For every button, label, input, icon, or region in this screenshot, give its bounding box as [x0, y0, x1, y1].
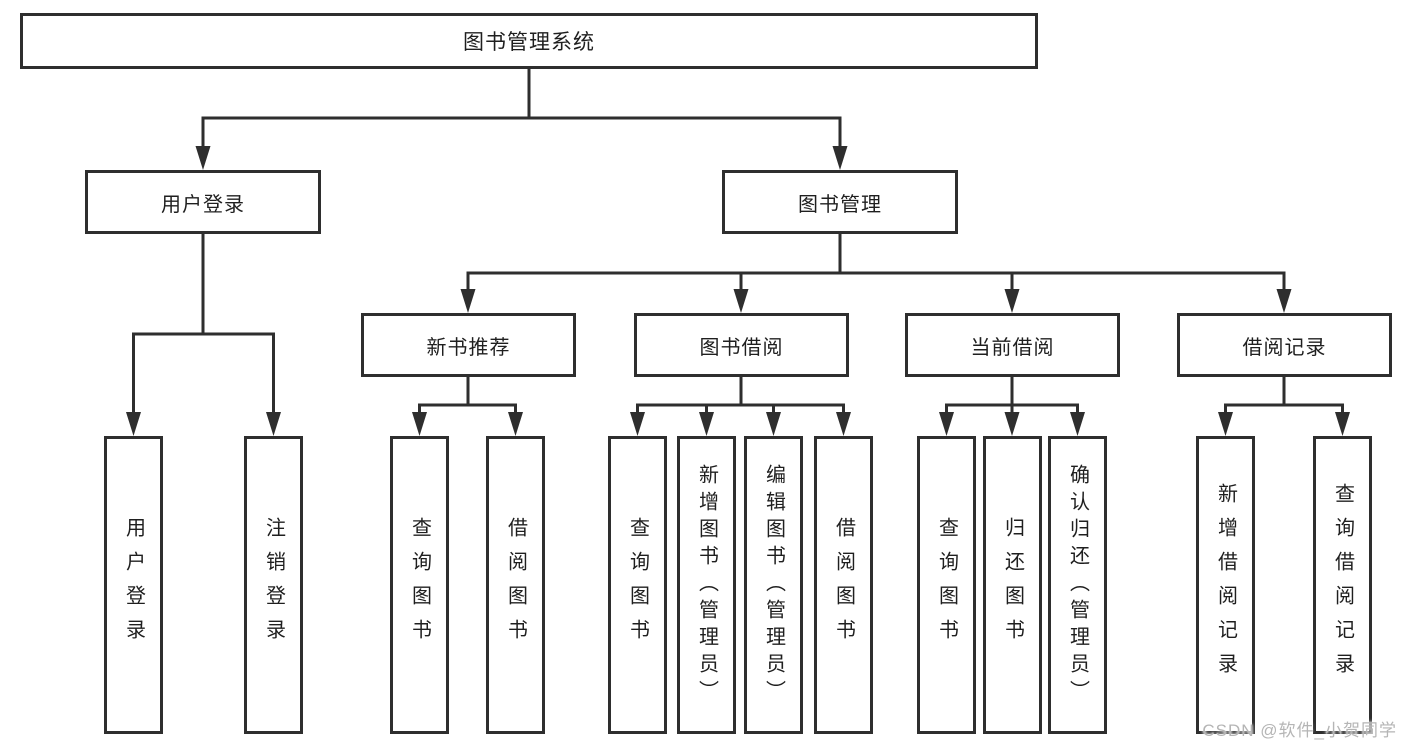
- node-book-management: 图书管理: [722, 170, 958, 234]
- leaf-label: 查询图书: [408, 517, 431, 653]
- leaf-query-books-recommend: 查询图书: [390, 436, 449, 734]
- leaf-label: 用户登录: [122, 517, 145, 653]
- leaf-add-borrow-record: 新增借阅记录: [1196, 436, 1255, 734]
- leaf-logout: 注销登录: [244, 436, 303, 734]
- node-current-borrow: 当前借阅: [905, 313, 1120, 377]
- leaf-label: 注销登录: [262, 517, 285, 653]
- connectors-new-book-recommend-children: [412, 375, 523, 436]
- node-user-login: 用户登录: [85, 170, 321, 234]
- leaf-label: 新增图书（管理员）: [695, 463, 718, 707]
- leaf-label: 编辑图书（管理员）: [762, 463, 785, 707]
- node-label: 图书管理: [798, 193, 882, 216]
- csdn-watermark: CSDN @软件_小贺同学: [1202, 721, 1397, 740]
- leaf-borrow-books-recommend: 借阅图书: [486, 436, 545, 734]
- leaf-label: 新增借阅记录: [1214, 483, 1237, 687]
- leaf-query-books-current: 查询图书: [917, 436, 976, 734]
- node-label: 新书推荐: [426, 336, 511, 359]
- leaf-borrow-books-borrow: 借阅图书: [814, 436, 873, 734]
- leaf-user-login: 用户登录: [104, 436, 163, 734]
- leaf-add-book-admin: 新增图书（管理员）: [677, 436, 736, 734]
- node-label: 借阅记录: [1242, 336, 1327, 359]
- leaf-query-borrow-record: 查询借阅记录: [1313, 436, 1372, 734]
- connectors-root-to-level2: [195, 67, 848, 170]
- node-label: 用户登录: [161, 193, 245, 216]
- leaf-confirm-return-admin: 确认归还（管理员）: [1048, 436, 1107, 734]
- node-label: 图书管理系统: [463, 31, 595, 54]
- leaf-label: 查询借阅记录: [1331, 483, 1354, 687]
- leaf-query-books-borrow: 查询图书: [608, 436, 667, 734]
- leaf-label: 确认归还（管理员）: [1066, 463, 1089, 707]
- connectors-book-management-to-level3: [460, 232, 1292, 313]
- leaf-return-book: 归还图书: [983, 436, 1042, 734]
- leaf-label: 归还图书: [1001, 517, 1024, 653]
- node-label: 图书借阅: [699, 336, 784, 359]
- leaf-label: 查询图书: [626, 517, 649, 653]
- node-new-book-recommend: 新书推荐: [361, 313, 576, 377]
- node-book-borrow: 图书借阅: [634, 313, 849, 377]
- connectors-book-borrow-children: [630, 375, 851, 436]
- leaf-label: 查询图书: [935, 517, 958, 653]
- leaf-edit-book-admin: 编辑图书（管理员）: [744, 436, 803, 734]
- node-root-library-system: 图书管理系统: [20, 13, 1038, 69]
- connectors-borrow-record-children: [1218, 375, 1350, 436]
- leaf-label: 借阅图书: [504, 517, 527, 653]
- leaf-label: 借阅图书: [832, 517, 855, 653]
- connectors-user-login-children: [126, 232, 281, 436]
- connectors-current-borrow-children: [939, 375, 1085, 436]
- node-borrow-record: 借阅记录: [1177, 313, 1392, 377]
- node-label: 当前借阅: [970, 336, 1055, 359]
